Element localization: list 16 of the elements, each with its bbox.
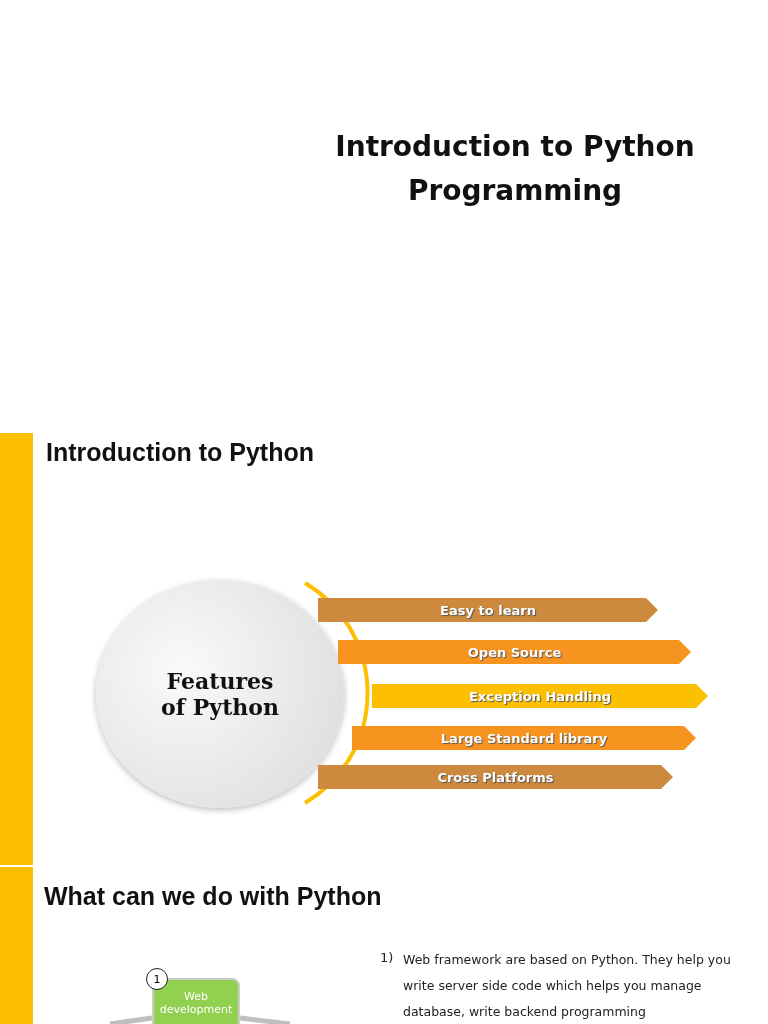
side-bar <box>0 867 33 1024</box>
number-badge: 1 <box>146 968 168 990</box>
arrow-band: Large Standard library <box>352 726 696 750</box>
connector-line <box>239 1015 291 1024</box>
connector-line <box>109 1015 153 1024</box>
side-bar <box>0 433 33 865</box>
slide-title: Introduction to Python Programming <box>334 129 696 209</box>
section-heading: Introduction to Python <box>46 438 314 467</box>
list-number: 1) <box>380 950 394 965</box>
arrow-band: Exception Handling <box>372 684 708 708</box>
feature-circle: Features of Python <box>96 580 344 808</box>
arrow-band: Open Source <box>338 640 691 664</box>
section-heading: What can we do with Python <box>44 882 382 911</box>
arrow-band: Easy to learn <box>318 598 658 622</box>
arrow-band: Cross Platforms <box>318 765 673 789</box>
paragraph: Web framework are based on Python. They help you write server side code which helps you manage database, write backend programming <box>403 951 732 1021</box>
